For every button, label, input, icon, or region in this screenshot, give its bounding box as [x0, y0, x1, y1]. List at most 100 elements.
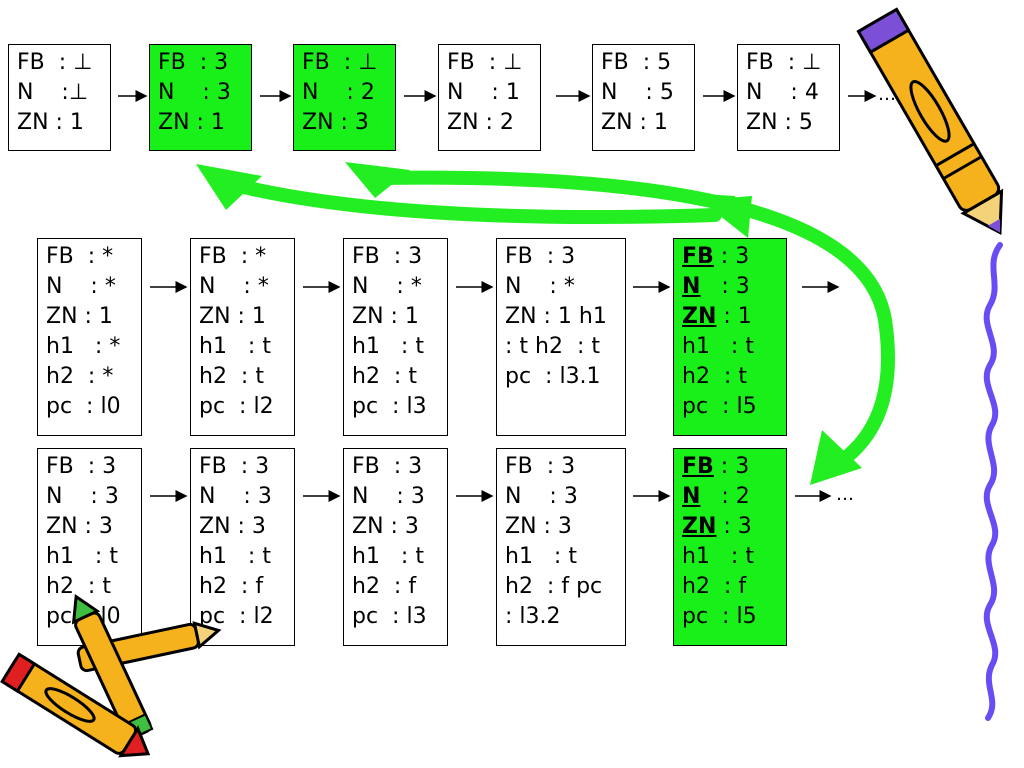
state-line: N : *: [199, 274, 269, 299]
state-line: FB : 3: [505, 244, 576, 269]
state-line: FB : 3: [682, 452, 778, 482]
state-line: FB : ⊥: [746, 50, 822, 75]
state-line: pc : l2: [199, 394, 274, 419]
green-curve-top3-bot5: [345, 162, 895, 485]
state-line: pc : l3: [352, 604, 427, 629]
state-line: h1 : *: [46, 334, 121, 359]
variable-tag: N: [682, 274, 701, 299]
state-line: ZN : 3: [505, 514, 572, 539]
state-line: FB : *: [46, 244, 114, 269]
state-line: h2 : f: [352, 574, 417, 599]
variable-tag: ZN: [682, 304, 717, 329]
state-line: N : 3: [199, 484, 272, 509]
state-line: h2 : f pc: [505, 574, 603, 599]
variable-value: : 2: [700, 484, 750, 509]
variable-tag: ZN: [682, 514, 717, 539]
bottom-row-ellipsis: …: [836, 484, 854, 505]
state-line: ZN : 3: [199, 514, 266, 539]
state-line: h1 : t: [352, 334, 424, 359]
state-line: ZN : 3: [302, 110, 369, 135]
state-line: pc : l5: [682, 604, 757, 629]
state-line: N : 3: [352, 484, 425, 509]
state-line: FB : 3: [352, 454, 423, 479]
state-line: FB : 3: [682, 242, 778, 272]
state-line: FB : *: [199, 244, 267, 269]
squiggle-line: [983, 242, 1003, 721]
state-line: pc : l3: [352, 394, 427, 419]
state-box-bot-3: FB : 3 N : 3 ZN : 3 h1 : t h2 : f pc : l3: [343, 448, 448, 646]
state-line: h2 : t: [682, 364, 747, 389]
variable-tag: N: [682, 484, 701, 509]
state-line: ZN : 1: [682, 302, 778, 332]
state-line: : t h2 : t: [505, 334, 600, 359]
state-line: ZN : 1 h1: [505, 304, 607, 329]
state-line: h1 : t: [199, 544, 271, 569]
state-line: FB : ⊥: [302, 50, 378, 75]
state-box-top-5: FB : 5 N : 5 ZN : 1: [592, 44, 695, 151]
state-line: FB : 3: [158, 50, 229, 75]
state-line: h2 : t: [199, 364, 264, 389]
state-line: FB : 3: [352, 244, 423, 269]
state-line: N : 1: [447, 80, 520, 105]
state-line: ZN : 2: [447, 110, 514, 135]
state-box-bot-1: FB : 3N : 3ZN : 3h1 : th2 : tpc : l0: [37, 448, 142, 646]
state-line: h2 : f: [682, 574, 747, 599]
state-box-mid-2: FB : * N : * ZN : 1 h1 : t h2 : t pc : l2: [190, 238, 295, 436]
state-line: N : 4: [746, 80, 819, 105]
state-line: ZN : 1: [17, 110, 84, 135]
state-box-top-4: FB : ⊥ N : 1 ZN : 2: [438, 44, 541, 151]
state-line: h1 : t: [682, 544, 754, 569]
state-line: FB : 3: [505, 454, 576, 479]
state-line: h2 : t: [352, 364, 417, 389]
state-line: FB : ⊥: [17, 50, 93, 75]
state-line: N : 2: [682, 482, 778, 512]
state-line: pc : l5: [682, 394, 757, 419]
state-line: ZN : 3: [352, 514, 419, 539]
state-line: ZN : 3: [46, 514, 113, 539]
state-line: h1 : t: [682, 334, 754, 359]
state-line: FB : ⊥: [447, 50, 523, 75]
state-line: FB : 5: [601, 50, 672, 75]
state-line: FB : 3: [46, 454, 117, 479]
state-box-top-2: FB : 3 N : 3 ZN : 1: [149, 44, 252, 151]
variable-value: : 3: [700, 274, 750, 299]
crayons-icon: [0, 593, 222, 758]
state-line: ZN : 1: [352, 304, 419, 329]
state-line: ZN : 1: [158, 110, 225, 135]
variable-value: : 3: [713, 244, 750, 269]
state-line: h1 : t: [46, 544, 118, 569]
state-line: pc : l3.1: [505, 364, 601, 389]
variable-tag: FB: [682, 454, 714, 479]
state-box-top-6: FB : ⊥ N : 4 ZN : 5: [737, 44, 840, 151]
state-line: ZN : 5: [746, 110, 813, 135]
state-line: h1 : t: [352, 544, 424, 569]
state-box-top-1: FB : ⊥ N :⊥ ZN : 1: [8, 44, 111, 151]
state-line: N : 5: [601, 80, 674, 105]
state-line: pc : l0: [46, 394, 121, 419]
variable-value: : 3: [713, 454, 750, 479]
state-box-mid-3: FB : 3 N : * ZN : 1 h1 : t h2 : t pc : l3: [343, 238, 448, 436]
state-line: N : *: [505, 274, 575, 299]
state-line: N : *: [352, 274, 422, 299]
state-line: N : 3: [158, 80, 231, 105]
state-line: N :⊥: [17, 80, 89, 105]
state-line: ZN : 1: [601, 110, 668, 135]
state-line: ZN : 1: [199, 304, 266, 329]
state-line: FB : 3: [199, 454, 270, 479]
state-line: h2 : f: [199, 574, 264, 599]
state-box-top-3: FB : ⊥ N : 2 ZN : 3: [293, 44, 396, 151]
state-line: N : 3: [505, 484, 578, 509]
state-line: N : *: [46, 274, 116, 299]
state-line: h1 : t: [199, 334, 271, 359]
state-box-mid-4: FB : 3 N : * ZN : 1 h1 : t h2 : t pc : l3.1: [496, 238, 626, 436]
state-line: : l3.2: [505, 604, 561, 629]
state-line: N : 3: [682, 272, 778, 302]
state-line: N : 2: [302, 80, 375, 105]
pencil-icon: [856, 7, 1004, 236]
state-line: ZN : 3: [682, 512, 778, 542]
